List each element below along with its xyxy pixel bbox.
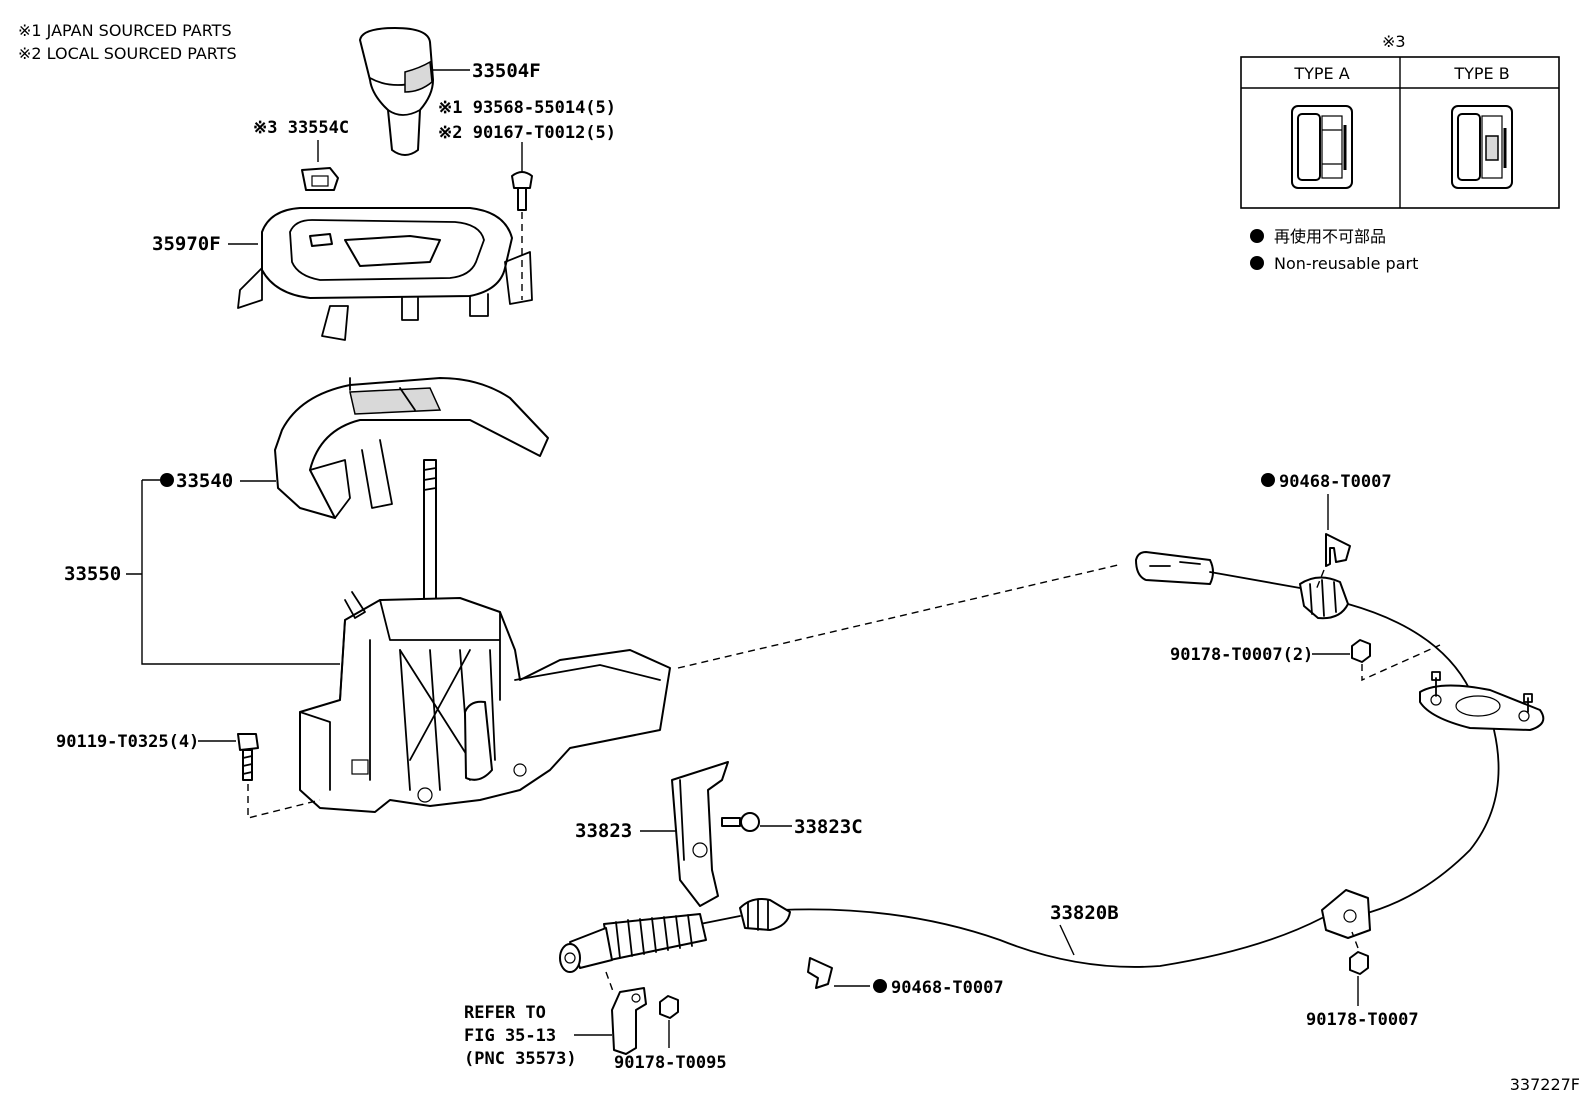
non-reusable-dot-icon [873, 979, 887, 993]
legend-english: Non-reusable part [1274, 254, 1418, 273]
bracket-bolt-icon [721, 812, 760, 832]
label-35970F: 35970F [152, 233, 221, 255]
shift-lever-assembly [299, 459, 671, 813]
label-33540: 33540 [176, 470, 233, 492]
nut-lower-icon [1349, 951, 1369, 975]
type-a-header: TYPE A [1293, 64, 1349, 83]
label-33820B: 33820B [1050, 902, 1119, 924]
screw-icon [511, 171, 533, 211]
shift-cover [274, 377, 549, 519]
clip-lower-icon [807, 957, 833, 989]
label-clip-upper: 90468-T0007 [1279, 472, 1392, 492]
type-b-header: TYPE B [1453, 64, 1509, 83]
nut-bottom-icon [659, 995, 679, 1019]
label-33550: 33550 [64, 563, 121, 585]
label-clip-33554C: ※3 33554C [253, 118, 349, 138]
label-nut-upper: 90178-T0007(2) [1170, 645, 1313, 665]
shift-bezel [237, 207, 533, 341]
refer-bracket-icon [611, 987, 647, 1055]
shift-cable [559, 551, 1545, 973]
legend-japanese: 再使用不可部品 [1274, 227, 1386, 246]
bolt-icon [237, 733, 259, 781]
refer-line-1: REFER TO [464, 1003, 546, 1023]
label-bolt: 90119-T0325(4) [56, 732, 199, 752]
note-japan-sourced: ※1 JAPAN SOURCED PARTS [18, 21, 232, 40]
legend: 再使用不可部品 Non-reusable part [1250, 227, 1418, 273]
label-screw-local: ※2 90167-T0012(5) [438, 123, 616, 143]
note-local-sourced: ※2 LOCAL SOURCED PARTS [18, 44, 237, 63]
clip-33554C-icon [301, 167, 339, 191]
figure-id: 337227F [1510, 1075, 1580, 1094]
label-screw-japan: ※1 93568-55014(5) [438, 98, 616, 118]
non-reusable-dot-icon [160, 473, 174, 487]
shift-knob [359, 27, 434, 156]
non-reusable-dot-icon [1261, 473, 1275, 487]
label-clip-lower: 90468-T0007 [891, 978, 1004, 998]
label-nut-bottom: 90178-T0095 [614, 1053, 727, 1073]
label-33823: 33823 [575, 820, 632, 842]
type-table-mark: ※3 [1382, 32, 1406, 51]
label-33823C: 33823C [794, 816, 863, 838]
non-reusable-dot-icon [1250, 229, 1264, 243]
clip-upper-icon [1325, 533, 1351, 567]
clip-type-a-icon [1291, 105, 1353, 189]
type-table: ※3 TYPE A TYPE B [1240, 32, 1560, 209]
clip-type-b-icon [1451, 105, 1513, 189]
label-33504F: 33504F [472, 60, 541, 82]
nut-upper-icon [1351, 639, 1371, 663]
cable-bracket [671, 761, 729, 907]
label-nut-lower: 90178-T0007 [1306, 1010, 1419, 1030]
refer-line-3: (PNC 35573) [464, 1049, 577, 1069]
non-reusable-dot-icon [1250, 256, 1264, 270]
refer-line-2: FIG 35-13 [464, 1026, 556, 1046]
